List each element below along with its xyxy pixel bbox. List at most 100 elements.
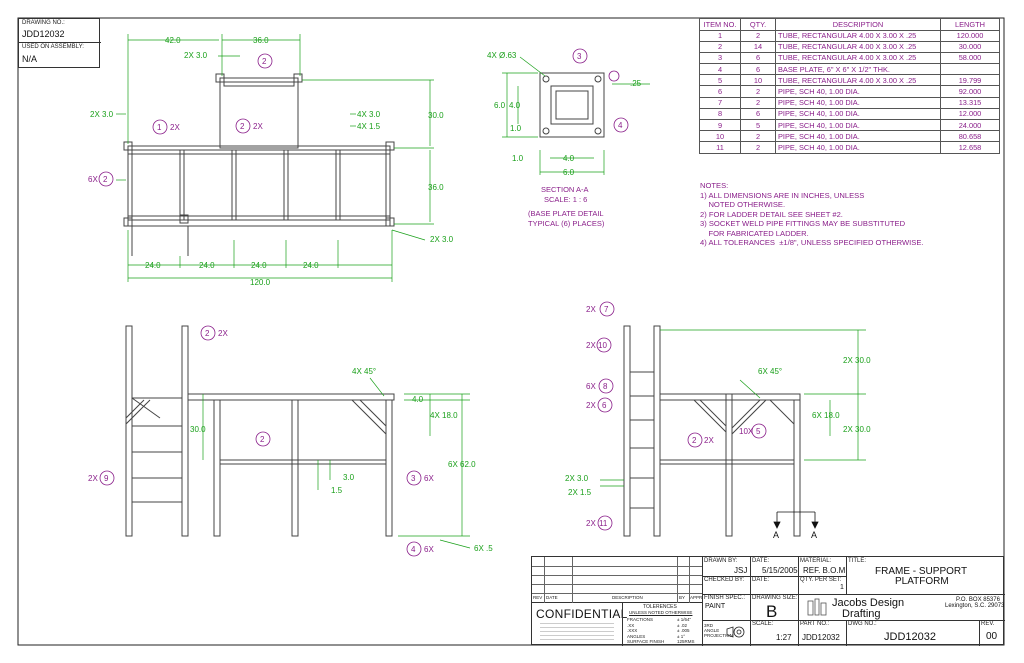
section-scale: SCALE: 1 : 6 xyxy=(544,195,587,204)
svg-text:2: 2 xyxy=(103,175,108,184)
dim-2x30-a: 2X 30.0 xyxy=(843,356,871,365)
svg-text:4: 4 xyxy=(411,545,416,554)
svg-text:2: 2 xyxy=(240,122,245,131)
revision-grid: REV DATE DESCRIPTION BY APPR xyxy=(532,557,702,603)
svg-text:7: 7 xyxy=(604,305,609,314)
dwg-no-value: JDD12032 xyxy=(884,631,936,643)
tolerance-label: .XX xyxy=(627,622,635,628)
drawing-no-value: JDD12032 xyxy=(22,29,65,39)
svg-text:9: 9 xyxy=(104,474,109,483)
bom-qty: 2 xyxy=(740,96,776,109)
platform-frame xyxy=(127,145,391,227)
tolerance-value: ± 1° xyxy=(677,633,686,639)
bom-qty: 2 xyxy=(740,130,776,143)
bom-length: 80.658 xyxy=(940,130,1000,143)
title-block: REV DATE DESCRIPTION BY APPR CONFIDENTIA… xyxy=(531,556,1005,646)
dim-1.0-v: 1.0 xyxy=(510,124,522,133)
sv-callout-11-qty: 2X xyxy=(586,519,596,528)
top-view-dim-text: 42.0 36.0 2X 3.0 2X 3.0 4X 3.0 4X 1.5 30… xyxy=(90,36,454,287)
notes: NOTES:1) ALL DIMENSIONS ARE IN INCHES, U… xyxy=(700,181,924,248)
dim-2x3: 2X 3.0 xyxy=(565,474,589,483)
tube-section xyxy=(550,85,594,125)
assembly-label: USED ON ASSEMBLY: xyxy=(22,44,84,50)
bom-length: 19.799 xyxy=(940,74,1000,87)
note-line: 3) SOCKET WELD PIPE FITTINGS MAY BE SUBS… xyxy=(700,219,906,228)
bom-qty: 6 xyxy=(740,51,776,65)
svg-text:2: 2 xyxy=(692,436,697,445)
date-value: 5/15/2005 xyxy=(762,566,798,575)
bom-description: PIPE, SCH 40, 1.00 DIA. xyxy=(775,85,941,98)
drawing-title-line1: FRAME - SUPPORT xyxy=(875,566,968,577)
company-box: P.O. BOX 85376 xyxy=(956,597,1000,603)
bom-col-length: LENGTH xyxy=(940,18,1000,31)
dim-3.0: 3.0 xyxy=(343,473,355,482)
bom-item: 8 xyxy=(699,107,741,121)
bom-header-row: ITEM NO. QTY. DESCRIPTION LENGTH xyxy=(699,18,1000,31)
section-mark-a2: A xyxy=(811,530,817,540)
company-name: Jacobs Design xyxy=(832,597,905,609)
drawing-title-line2: PLATFORM xyxy=(895,576,949,587)
svg-text:3: 3 xyxy=(577,52,582,61)
bom-length: 58.000 xyxy=(940,51,1000,65)
bom-description: PIPE, SCH 40, 1.00 DIA. xyxy=(775,141,941,154)
tolerance-value: ± .02 xyxy=(677,622,687,628)
bom-item: 3 xyxy=(699,51,741,65)
tolerance-label: ANGLES xyxy=(627,633,646,639)
drawing-number-box: DRAWING NO.: JDD12032 USED ON ASSEMBLY: … xyxy=(18,18,101,68)
bom-length xyxy=(940,63,1000,76)
svg-text:11: 11 xyxy=(599,519,608,528)
bom-description: TUBE, RECTANGULAR 4.00 X 3.00 X .25 xyxy=(775,51,941,65)
tolerance-label: FRACTIONS xyxy=(627,617,654,622)
bom-qty: 5 xyxy=(740,118,776,132)
note-line: 1) ALL DIMENSIONS ARE IN INCHES, UNLESS xyxy=(700,190,865,200)
dim-2x3-b: 2X 3.0 xyxy=(90,110,114,119)
top-view-callouts xyxy=(98,53,273,187)
dim-4.0-h: 4.0 xyxy=(563,154,575,163)
dim-36v: 36.0 xyxy=(428,183,444,192)
bom-qty: 14 xyxy=(740,40,776,53)
bom-item: 1 xyxy=(699,29,741,42)
bom-description: PIPE, SCH 40, 1.00 DIA. xyxy=(775,107,941,121)
dim-4x3: 4X 3.0 xyxy=(357,110,381,119)
sheet-border xyxy=(17,17,1005,646)
bom-item: 10 xyxy=(699,130,741,143)
bom-length: 120.000 xyxy=(940,29,1000,42)
bom-description: TUBE, RECTANGULAR 4.00 X 3.00 X .25 xyxy=(775,29,941,42)
sv-callout-7-qty: 2X xyxy=(586,305,596,314)
landing-frame xyxy=(219,77,299,149)
fv-callout-9-qty: 2X xyxy=(88,474,98,483)
dim-120: 120.0 xyxy=(250,278,271,287)
company-city: Lexington, S.C. 29073 xyxy=(945,603,1005,609)
note-line: FOR FABRICATED LADDER. xyxy=(700,228,809,238)
material-value: REF. B.O.M. xyxy=(803,566,848,575)
dim-42: 42.0 xyxy=(165,36,181,45)
dim-24-b: 24.0 xyxy=(199,261,215,270)
bom-item: 9 xyxy=(699,118,741,132)
bom-length: 30.000 xyxy=(940,40,1000,53)
bom-item: 2 xyxy=(699,40,741,53)
sv-callout-6-qty: 2X xyxy=(586,401,596,410)
note-line: NOTED OTHERWISE. xyxy=(700,200,786,209)
dim-30v: 30.0 xyxy=(190,425,206,434)
bom-description: PIPE, SCH 40, 1.00 DIA. xyxy=(775,96,941,109)
note-line: 4) ALL TOLERANCES ±1/8", UNLESS SPECIFIE… xyxy=(700,238,924,247)
tolerance-label: SURFACE FINISH xyxy=(627,639,665,644)
sv-callout-5-qty: 10X xyxy=(739,427,754,436)
bom-item: 6 xyxy=(699,85,741,98)
company-logo-icon xyxy=(807,598,827,616)
fv-callout-3-qty: 6X xyxy=(424,474,434,483)
dim-4.0-v: 4.0 xyxy=(509,101,521,110)
bom-qty: 2 xyxy=(740,141,776,154)
dim-1.0-h: 1.0 xyxy=(512,154,524,163)
bom-item: 11 xyxy=(699,141,741,154)
bom-qty: 6 xyxy=(740,107,776,121)
dim-6x62: 6X 62.0 xyxy=(448,460,476,469)
rev-value: 00 xyxy=(986,631,998,642)
bom-item: 7 xyxy=(699,96,741,109)
